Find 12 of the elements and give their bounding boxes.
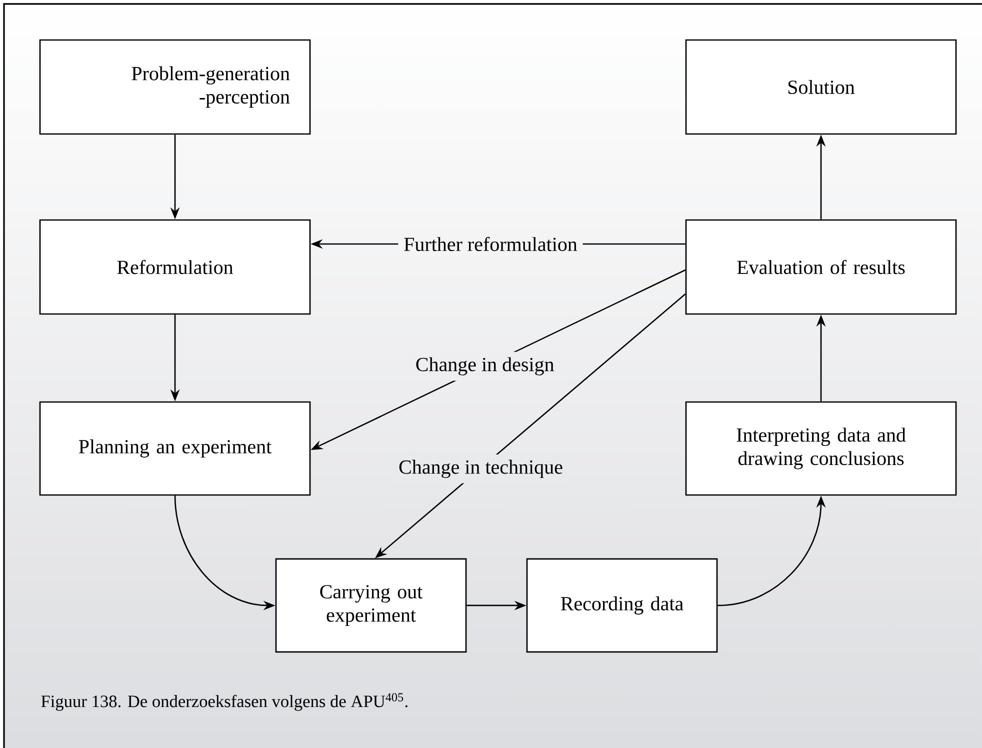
edge-label: Change in design xyxy=(410,352,560,381)
process-box: Carrying out experiment xyxy=(275,558,467,653)
process-box: Evaluation of results xyxy=(685,219,957,315)
process-box: Planning an experiment xyxy=(39,401,311,496)
process-box: Solution xyxy=(685,39,957,135)
process-box: Reformulation xyxy=(39,219,311,315)
process-box: Problem-generation -perception xyxy=(39,39,311,135)
edge-label: Change in technique xyxy=(393,454,568,484)
edge-label: Further reformulation xyxy=(398,232,583,256)
caption: Figuur 138. De onderzoeksfasen volgens de APU$^{405}$. xyxy=(41,693,408,711)
process-box: Recording data xyxy=(526,558,718,653)
process-box: Interpreting data and drawing conclusions xyxy=(685,401,957,496)
